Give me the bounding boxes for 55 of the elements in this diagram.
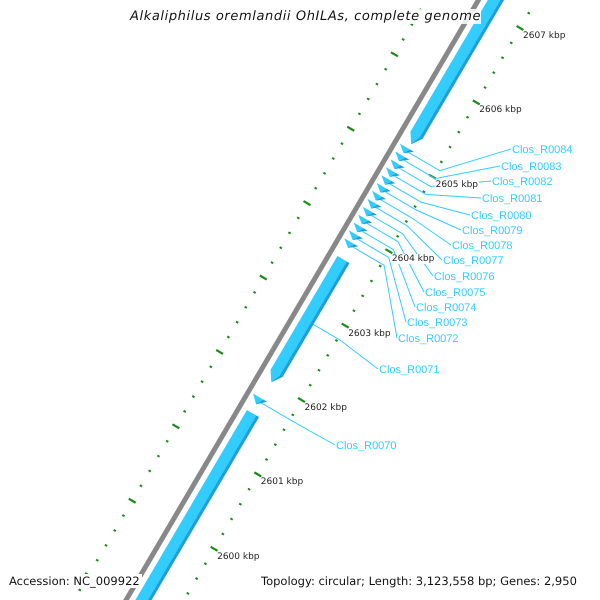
leader-line bbox=[260, 402, 336, 446]
tick-label: 2600 kbp bbox=[216, 552, 260, 562]
accession-text: Accession: NC_009922 bbox=[7, 574, 142, 588]
gene-feature bbox=[354, 222, 368, 232]
gene-feature bbox=[395, 152, 410, 162]
leader-line bbox=[390, 184, 470, 216]
gene-label: Clos_R0078 bbox=[452, 240, 513, 252]
leader-line bbox=[384, 191, 462, 230]
tick-label: 2607 kbp bbox=[522, 31, 566, 41]
gene-label: Clos_R0083 bbox=[501, 161, 562, 173]
gene-feature bbox=[270, 256, 350, 382]
gene-feature bbox=[390, 159, 404, 170]
tick-label: 2606 kbp bbox=[478, 105, 523, 116]
gene-feature bbox=[358, 214, 372, 224]
gene-feature bbox=[348, 230, 363, 240]
gene-label: Clos_R0070 bbox=[336, 440, 397, 452]
genome-stats-text: Topology: circular; Length: 3,123,558 bp; Genes: 2,950 bbox=[259, 574, 579, 588]
leader-line bbox=[371, 215, 434, 276]
gene-feature bbox=[381, 175, 396, 185]
gene-label: Clos_R0081 bbox=[482, 193, 543, 205]
gene-label: Clos_R0076 bbox=[434, 271, 495, 283]
gene-feature bbox=[386, 167, 400, 177]
leader-line bbox=[312, 324, 378, 370]
gene-feature bbox=[344, 238, 358, 248]
gene-feature bbox=[368, 198, 382, 208]
leader-line bbox=[352, 246, 398, 338]
gene-label: Clos_R0077 bbox=[443, 255, 504, 267]
gene-label: Clos_R0074 bbox=[416, 302, 477, 314]
gene-label: Clos_R0084 bbox=[512, 144, 573, 156]
gene-feature bbox=[362, 206, 377, 216]
gene-feature bbox=[400, 144, 414, 154]
tick-label: 2605 kbp bbox=[434, 180, 479, 190]
leader-line bbox=[362, 230, 416, 308]
tick-label: 2604 kbp bbox=[390, 254, 436, 264]
leader-line bbox=[394, 176, 482, 198]
gene-feature bbox=[253, 394, 267, 404]
leader-line bbox=[376, 207, 442, 260]
leader-line bbox=[380, 199, 452, 246]
leader-line bbox=[404, 160, 500, 180]
diagram-title: Alkaliphilus oremlandii OhILAs, complete genome bbox=[130, 9, 482, 24]
tick-label: 2602 kbp bbox=[304, 403, 348, 413]
leader-line bbox=[357, 238, 406, 322]
gene-label: Clos_R0073 bbox=[407, 317, 468, 329]
tick-label: 2603 kbp bbox=[347, 328, 392, 339]
gene-label: Clos_R0072 bbox=[398, 333, 459, 345]
gene-feature bbox=[376, 183, 391, 193]
tick-label: 2601 kbp bbox=[260, 477, 304, 488]
leader-line bbox=[366, 222, 424, 292]
gene-label: Clos_R0071 bbox=[379, 364, 440, 376]
gene-label: Clos_R0075 bbox=[425, 287, 486, 299]
gene-label: Clos_R0082 bbox=[492, 176, 553, 188]
gene-feature bbox=[372, 190, 386, 201]
gene-label: Clos_R0080 bbox=[471, 210, 532, 222]
gene-label: Clos_R0079 bbox=[462, 225, 523, 237]
leader-line bbox=[408, 148, 512, 172]
